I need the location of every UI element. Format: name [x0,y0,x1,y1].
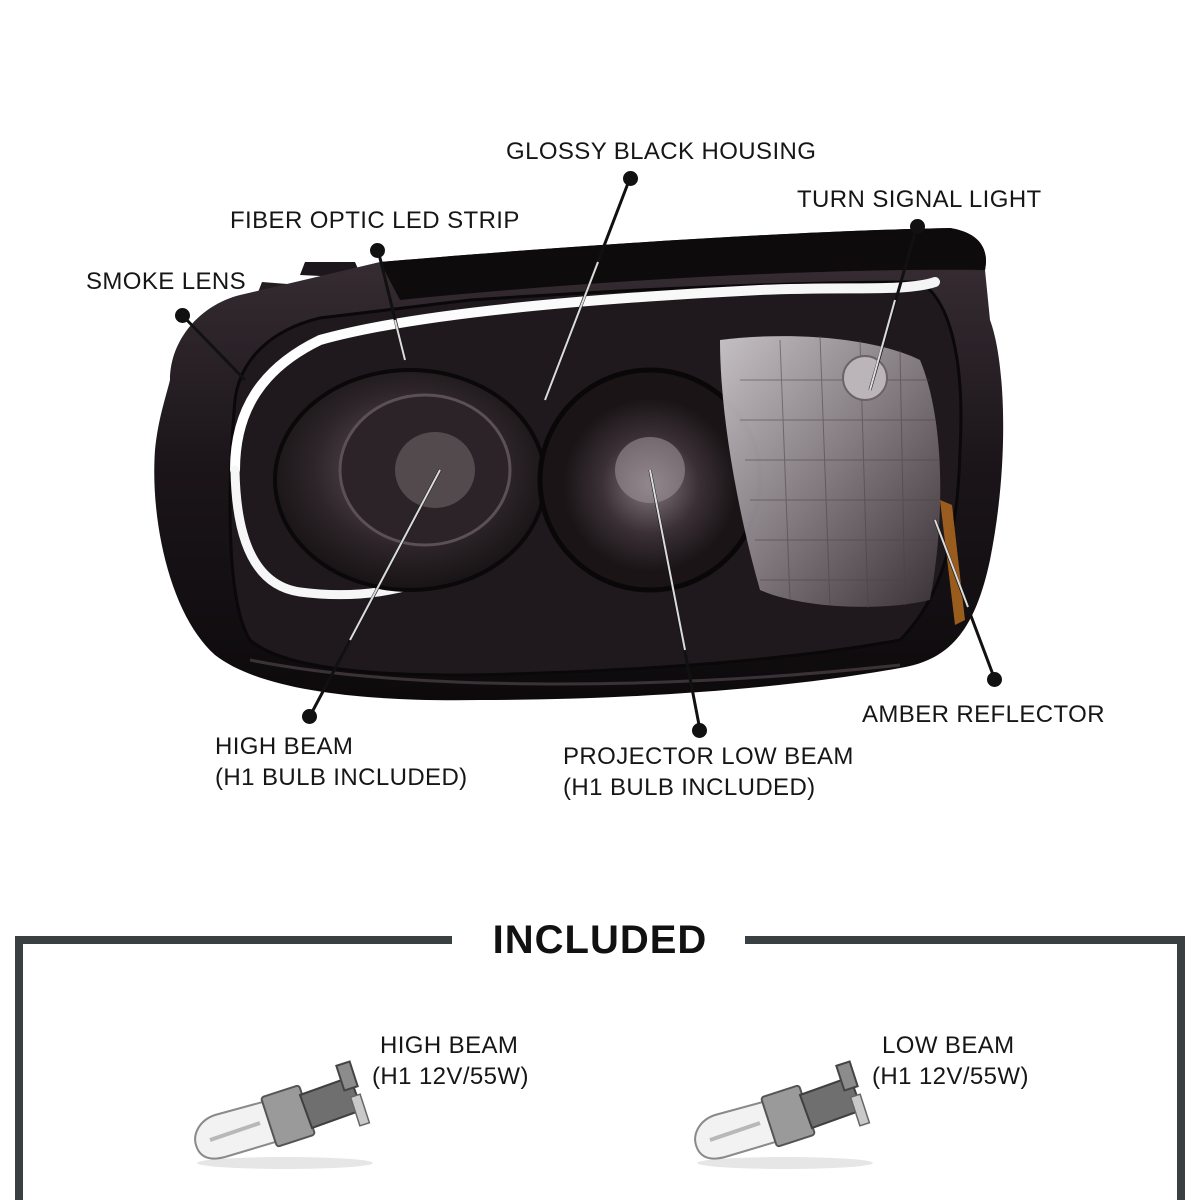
callout-projector-low-beam-line1: PROJECTOR LOW BEAM [563,743,854,770]
callout-dot [987,672,1002,687]
callout-dot [370,243,385,258]
callout-smoke-lens: SMOKE LENS [86,268,247,295]
frame-top-right [745,936,1185,944]
housing-rim [380,228,986,300]
callout-dot [175,308,190,323]
led-strip [230,277,940,475]
h1-bulb-icon [194,1060,373,1169]
callout-high-beam: HIGH BEAM (H1 BULB INCLUDED) [215,731,468,793]
callout-amber-reflector: AMBER REFLECTOR [862,701,1105,728]
callout-fiber-optic-led-strip: FIBER OPTIC LED STRIP [230,207,520,234]
included-low-beam: LOW BEAM (H1 12V/55W) [872,1030,1029,1092]
callout-projector-low-beam: PROJECTOR LOW BEAM (H1 BULB INCLUDED) [563,741,854,803]
callout-high-beam-line1: HIGH BEAM [215,733,354,760]
callout-high-beam-line2: (H1 BULB INCLUDED) [215,764,468,791]
turn-signal-reflector [720,336,941,607]
frame-left [15,936,23,1200]
callout-projector-low-beam-line2: (H1 BULB INCLUDED) [563,774,816,801]
callout-dot [623,171,638,186]
included-low-beam-line1: LOW BEAM [882,1032,1015,1059]
included-title: INCLUDED [492,918,708,962]
included-high-beam-line1: HIGH BEAM [380,1032,519,1059]
included-high-beam-line2: (H1 12V/55W) [372,1063,529,1090]
turn-signal-bulb [842,355,888,401]
reflector-facets [740,335,938,609]
included-low-beam-line2: (H1 12V/55W) [872,1063,1029,1090]
callout-dot [302,709,317,724]
included-high-beam: HIGH BEAM (H1 12V/55W) [372,1030,529,1092]
h1-bulb-icon [694,1060,873,1169]
callout-dot [910,219,925,234]
frame-right [1177,936,1185,1200]
callout-dot [692,723,707,738]
frame-top-left [15,936,452,944]
callout-glossy-black-housing: GLOSSY BLACK HOUSING [506,138,817,165]
callout-turn-signal-light: TURN SIGNAL LIGHT [797,186,1042,213]
